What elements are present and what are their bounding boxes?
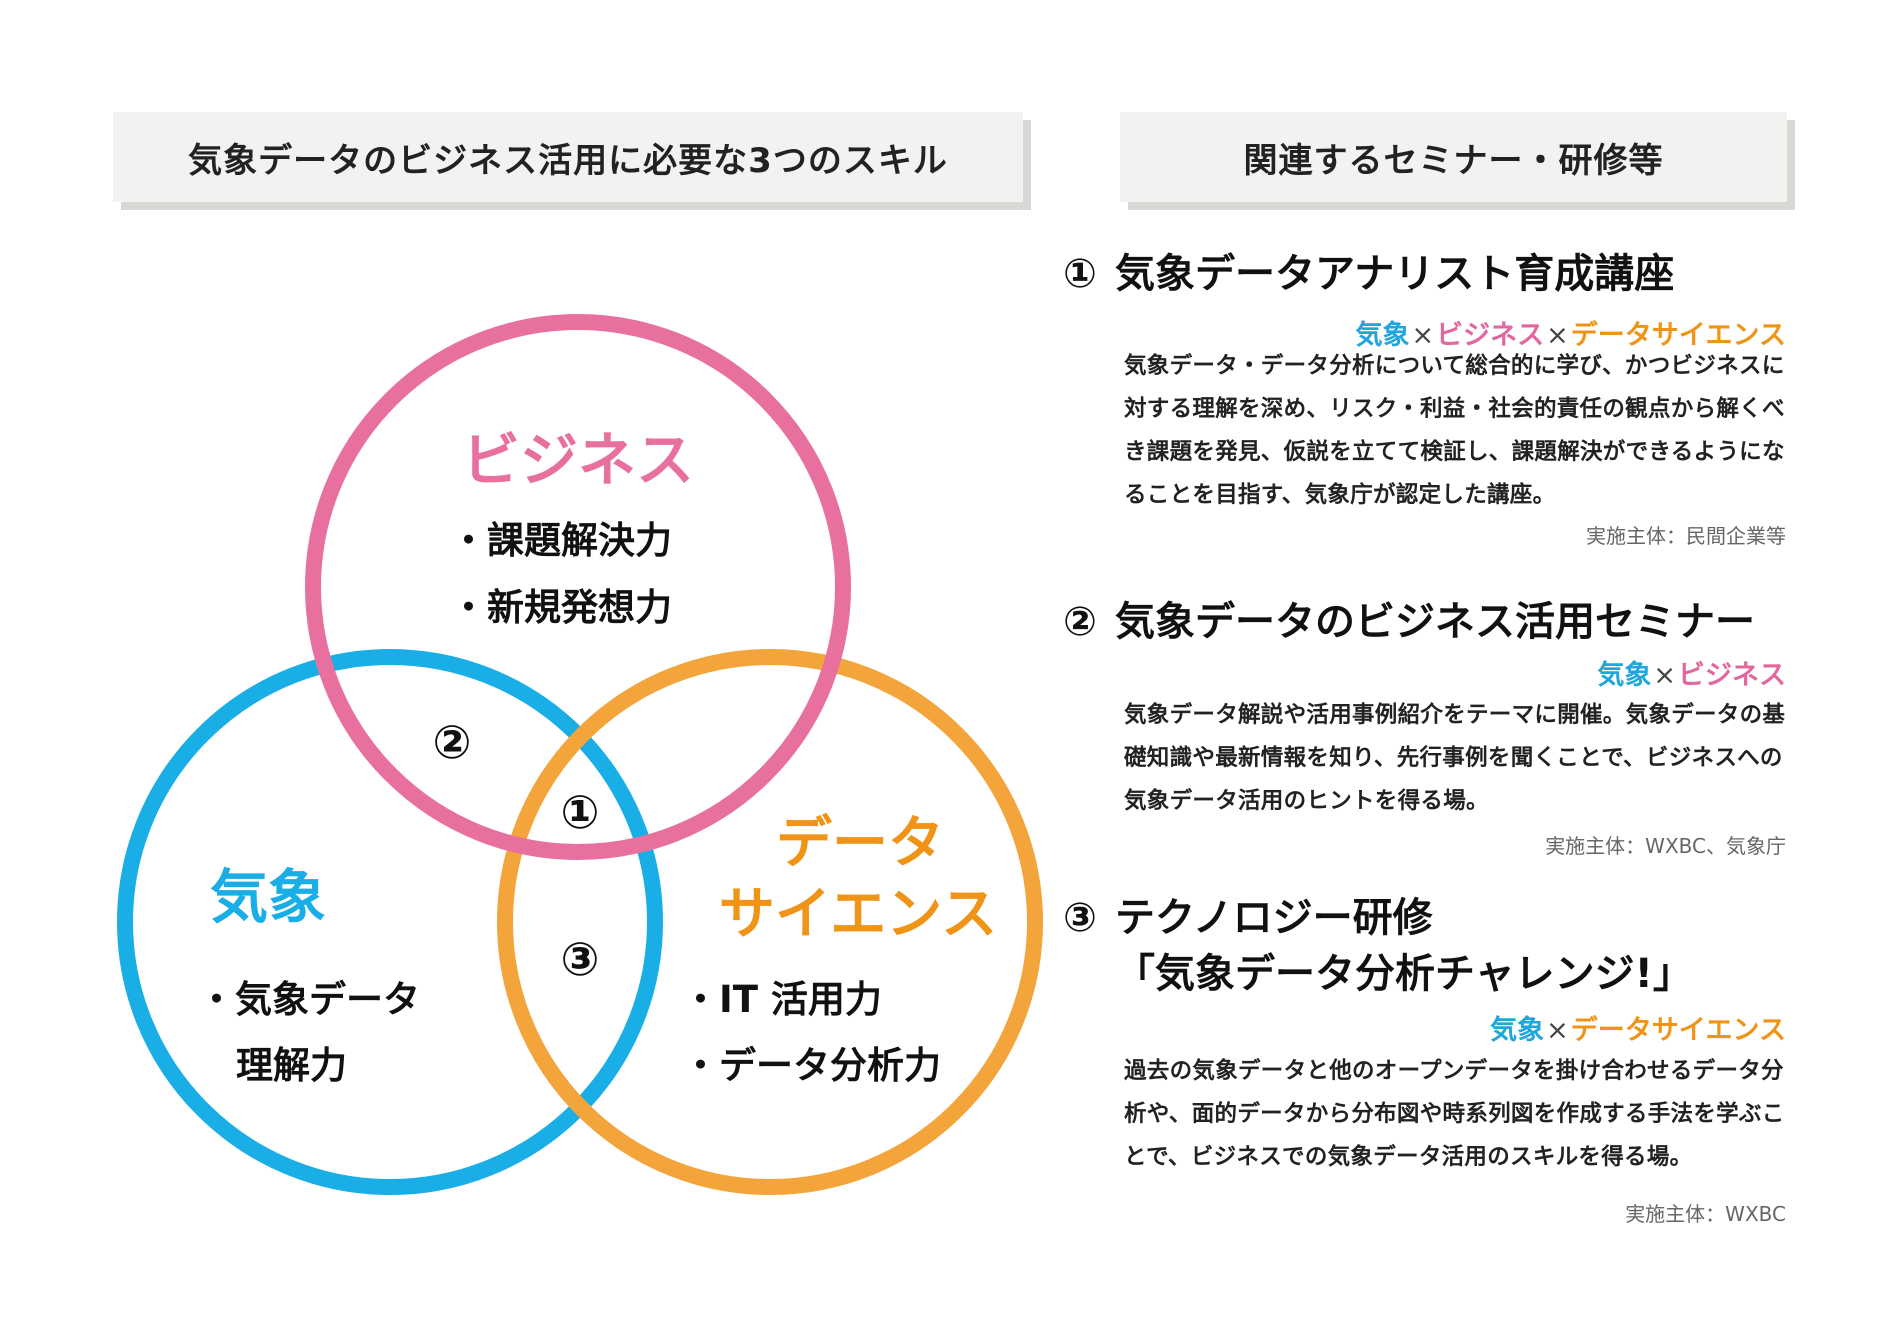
course-1-description: 気象データ・データ分析について総合的に学び、かつビジネスに対する理解を深め、リス… [1124, 353, 1785, 508]
marker-2: ② [433, 715, 472, 769]
course-1-tag-separator: × [1411, 320, 1435, 351]
course-1-number: ① [1063, 251, 1097, 297]
marker-1: ① [561, 785, 600, 839]
seminars-header: 関連するセミナー・研修等 [1120, 112, 1787, 202]
business-skill-1: ・課題解決力 [450, 519, 672, 562]
datascience-skill-1: ・IT 活用力 [682, 978, 882, 1021]
skills-header-text: 気象データのビジネス活用に必要な3つのスキル [188, 140, 948, 181]
course-3-organizer: 実施主体：WXBC [1625, 1202, 1786, 1226]
course-3-subtitle: 「気象データ分析チャレンジ!」 [1115, 948, 1693, 1000]
course-3-number: ③ [1063, 895, 1097, 941]
marker-3: ③ [561, 932, 600, 986]
course-2-description: 気象データ解説や活用事例紹介をテーマに開催。気象データの基礎知識や最新情報を知り… [1124, 702, 1786, 814]
business-skill-2: ・新規発想力 [450, 586, 672, 629]
course-3-title: ③ テクノロジー研修 [1063, 892, 1433, 944]
course-3-title-line-1: テクノロジー研修 [1115, 895, 1433, 941]
seminars-header-text: 関連するセミナー・研修等 [1243, 140, 1664, 181]
course-2-tags: 気象×ビジネス [1597, 653, 1786, 692]
course-1-tag-datascience: データサイエンス [1570, 320, 1786, 351]
datascience-title-line-2: サイエンス [719, 882, 997, 947]
course-1-organizer: 実施主体：民間企業等 [1586, 524, 1786, 548]
circle-business [305, 314, 851, 860]
course-2-organizer: 実施主体：WXBC、気象庁 [1545, 834, 1786, 858]
circle-datascience [497, 649, 1043, 1195]
course-3-tags: 気象×データサイエンス [1490, 1008, 1786, 1047]
datascience-skill-2: ・データ分析力 [682, 1044, 941, 1087]
course-1-tag-separator: × [1546, 320, 1569, 351]
weather-skill-2: 理解力 [236, 1044, 347, 1087]
circle-weather [117, 649, 663, 1195]
skills-header: 気象データのビジネス活用に必要な3つのスキル [113, 112, 1023, 202]
course-1-tag-weather: 気象 [1355, 320, 1410, 351]
course-2-tag-separator: × [1653, 660, 1676, 691]
course-1-tag-business: ビジネス [1436, 320, 1545, 351]
course-2-title-text: 気象データのビジネス活用セミナー [1115, 599, 1755, 645]
course-1-title-text: 気象データアナリスト育成講座 [1115, 251, 1675, 297]
course-3-tag-separator: × [1546, 1015, 1569, 1046]
course-2-title: ② 気象データのビジネス活用セミナー [1063, 596, 1755, 648]
business-title: ビジネス [462, 426, 694, 494]
course-2-tag-business: ビジネス [1678, 660, 1786, 691]
course-2-tag-weather: 気象 [1597, 660, 1652, 691]
course-2-number: ② [1063, 599, 1097, 645]
course-3-tag-weather: 気象 [1490, 1015, 1545, 1046]
course-1-tags: 気象×ビジネス×データサイエンス [1356, 313, 1786, 352]
course-3-description: 過去の気象データと他のオープンデータを掛け合わせるデータ分析や、面的データから分… [1124, 1058, 1785, 1170]
course-3-tag-datascience: データサイエンス [1570, 1015, 1786, 1046]
weather-title: 気象 [210, 863, 326, 931]
course-3-title-line-2: 「気象データ分析チャレンジ!」 [1115, 951, 1693, 997]
datascience-title-line-1: データ [776, 811, 944, 876]
course-1-title: ① 気象データアナリスト育成講座 [1063, 248, 1674, 300]
weather-skill-1: ・気象データ [198, 978, 420, 1021]
